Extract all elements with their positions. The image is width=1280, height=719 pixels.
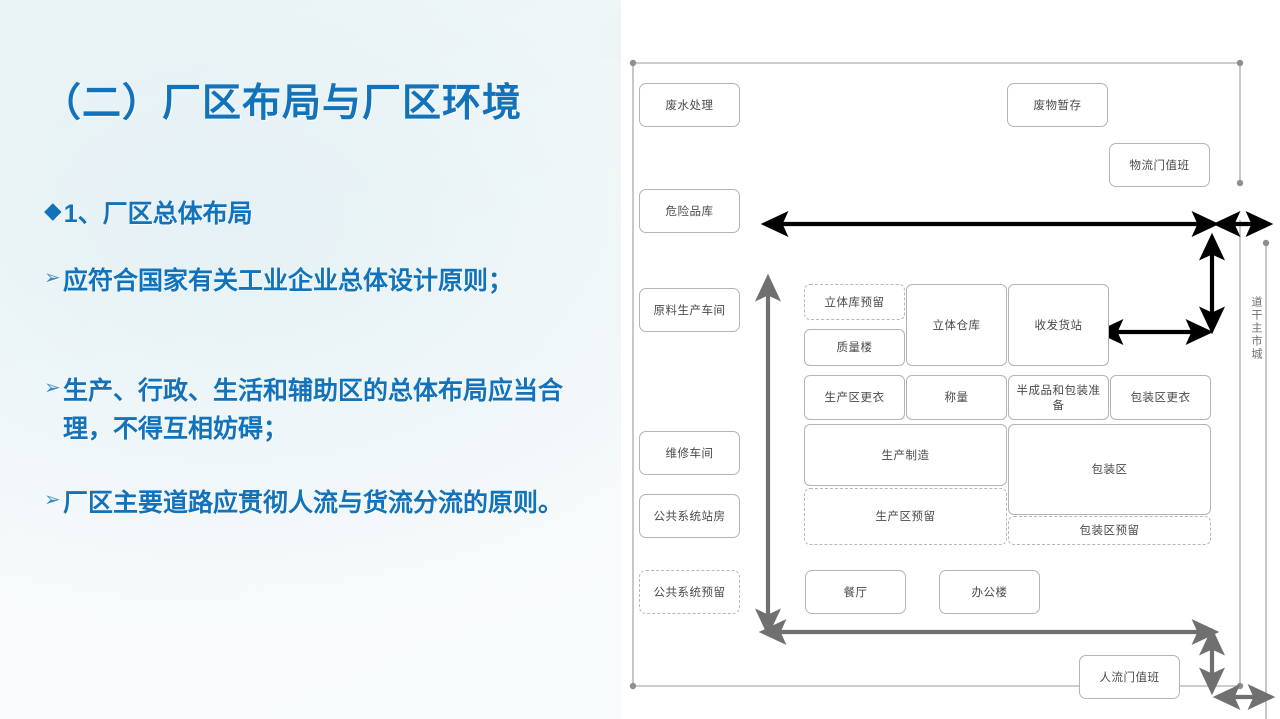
node-label: 办公楼 <box>971 584 1008 599</box>
node-label: 包装区 <box>1091 462 1128 477</box>
node-office-building: 办公楼 <box>939 570 1040 614</box>
node-prod-changing: 生产区更衣 <box>804 375 905 420</box>
node-manufacturing: 生产制造 <box>804 424 1007 486</box>
node-semi-finished-prep: 半成品和包装准备 <box>1008 375 1109 420</box>
node-packaging-reserve: 包装区预留 <box>1008 516 1211 545</box>
bullet-item-2-label: 应符合国家有关工业企业总体设计原则； <box>63 267 514 295</box>
node-label: 维修车间 <box>665 445 714 460</box>
node-label: 餐厅 <box>843 584 868 599</box>
road-label-city-arterial: 道干主市城 <box>1250 296 1263 361</box>
node-label: 人流门值班 <box>1099 669 1160 684</box>
diamond-bullet-icon: ◆ <box>44 197 62 223</box>
node-pack-changing: 包装区更衣 <box>1110 375 1211 420</box>
bullet-item-2: ➢ 应符合国家有关工业企业总体设计原则； <box>44 263 589 301</box>
node-label: 半成品和包装准备 <box>1016 383 1101 412</box>
node-packaging-zone: 包装区 <box>1008 424 1211 515</box>
node-label: 称量 <box>944 390 969 405</box>
node-label: 收发货站 <box>1034 317 1083 332</box>
node-utility-station: 公共系统站房 <box>639 494 740 538</box>
node-label: 质量楼 <box>836 340 873 355</box>
node-label: 包装区预留 <box>1079 523 1140 538</box>
diagram-lines-and-arrows <box>629 59 1276 719</box>
road-handle-dot <box>1262 239 1270 247</box>
node-weighing: 称量 <box>906 375 1007 420</box>
node-asrs-warehouse: 立体仓库 <box>906 284 1007 366</box>
node-label: 生产区预留 <box>875 509 936 524</box>
bullet-item-4-label: 厂区主要道路应贯彻人流与货流分流的原则。 <box>63 489 564 517</box>
node-logistics-gate: 物流门值班 <box>1109 143 1210 187</box>
node-label: 包装区更衣 <box>1130 390 1191 405</box>
node-canteen: 餐厅 <box>805 570 906 614</box>
node-label: 公共系统站房 <box>653 508 726 523</box>
node-label: 生产区更衣 <box>824 390 885 405</box>
node-waste-water: 废水处理 <box>639 83 740 127</box>
arrow-bullet-icon: ➢ <box>44 377 61 399</box>
arrow-bullet-icon: ➢ <box>44 267 61 289</box>
bullet-item-3: ➢ 生产、行政、生活和辅助区的总体布局应当合理，不得互相妨碍； <box>44 373 589 448</box>
node-label: 立体库预留 <box>824 294 885 309</box>
node-waste-storage: 废物暂存 <box>1007 83 1108 127</box>
factory-layout-diagram: 废水处理 废物暂存 物流门值班 危险品库 原料生产车间 维修车间 公共系统站房 … <box>621 0 1280 719</box>
node-label: 废物暂存 <box>1033 97 1082 112</box>
node-asrs-reserve: 立体库预留 <box>804 284 905 320</box>
node-repair-shop: 维修车间 <box>639 431 740 475</box>
node-label: 物流门值班 <box>1129 157 1190 172</box>
node-prod-reserve: 生产区预留 <box>804 488 1007 545</box>
node-hazard-warehouse: 危险品库 <box>639 189 740 233</box>
bullet-item-3-label: 生产、行政、生活和辅助区的总体布局应当合理，不得互相妨碍； <box>63 377 564 443</box>
node-people-gate: 人流门值班 <box>1079 655 1180 699</box>
page-title: （二）厂区布局与厂区环境 <box>42 82 523 125</box>
bullet-item-1-label: 1、厂区总体布局 <box>63 200 253 228</box>
slide-text-pane: （二）厂区布局与厂区环境 ◆ 1、厂区总体布局 ➢ 应符合国家有关工业企业总体设… <box>0 0 620 719</box>
node-label: 立体仓库 <box>932 317 981 332</box>
node-label: 危险品库 <box>665 203 714 218</box>
bullet-item-1: ◆ 1、厂区总体布局 <box>44 196 584 232</box>
node-raw-material-shop: 原料生产车间 <box>639 288 740 332</box>
node-receiving-station: 收发货站 <box>1008 284 1109 366</box>
node-utility-reserve: 公共系统预留 <box>639 570 740 614</box>
node-label: 原料生产车间 <box>653 302 726 317</box>
node-label: 生产制造 <box>881 447 930 462</box>
node-quality-building: 质量楼 <box>804 329 905 366</box>
arrow-bullet-icon: ➢ <box>44 489 61 511</box>
bullet-item-4: ➢ 厂区主要道路应贯彻人流与货流分流的原则。 <box>44 485 589 523</box>
goods-flow-arrows <box>760 210 1274 346</box>
people-flow-arrows <box>754 273 1276 711</box>
node-label: 废水处理 <box>665 97 714 112</box>
node-label: 公共系统预留 <box>653 584 726 599</box>
